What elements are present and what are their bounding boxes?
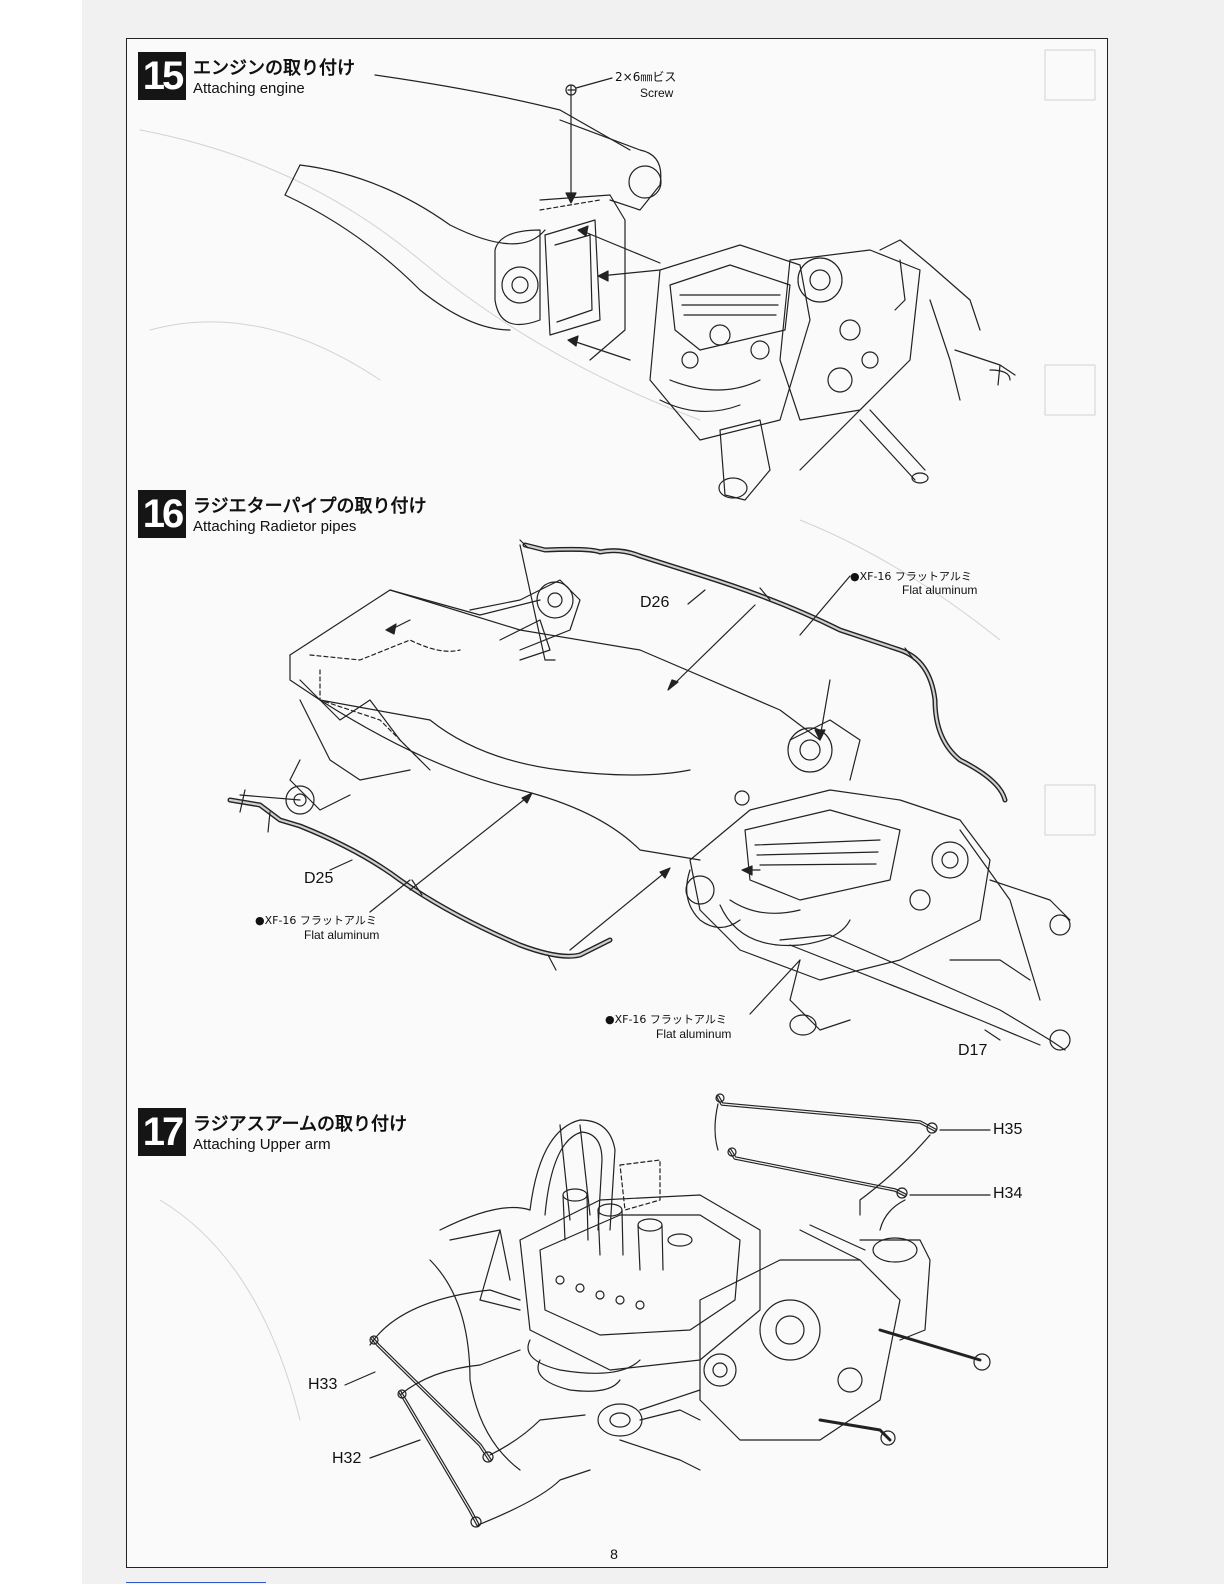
screw-label: Screw — [640, 86, 673, 100]
paint-en-d25: Flat aluminum — [304, 928, 379, 942]
part-label-d26: D26 — [640, 594, 669, 612]
part-label-h33: H33 — [308, 1376, 337, 1394]
screw-size-label: 2×6㎜ビス — [615, 68, 676, 85]
step-title-jp-16: ラジエターパイプの取り付け — [193, 492, 426, 518]
step-number-15: 15 — [138, 52, 186, 100]
step-title-jp-15: エンジンの取り付け — [193, 54, 355, 80]
step-title-en-17: Attaching Upper arm — [193, 1136, 331, 1153]
paint-jp-d25: ●XF-16 フラットアルミ — [255, 912, 377, 928]
step17-drawing — [345, 1094, 990, 1527]
part-label-d17: D17 — [958, 1042, 987, 1060]
step-title-en-15: Attaching engine — [193, 80, 305, 97]
footer-link-underline — [126, 1582, 266, 1583]
part-label-d25: D25 — [304, 870, 333, 888]
paint-en-d26: Flat aluminum — [902, 583, 977, 597]
paint-jp-d26: ●XF-16 フラットアルミ — [850, 568, 972, 584]
step15-drawing — [285, 75, 1015, 500]
step-number-17: 17 — [138, 1108, 186, 1156]
paint-en-d17: Flat aluminum — [656, 1027, 731, 1041]
part-label-h32: H32 — [332, 1450, 361, 1468]
step-number-16: 16 — [138, 490, 186, 538]
paint-jp-d17: ●XF-16 フラットアルミ — [605, 1011, 727, 1027]
step16-drawing — [230, 540, 1070, 1050]
part-label-h35: H35 — [993, 1121, 1022, 1139]
step-title-jp-17: ラジアスアームの取り付け — [193, 1110, 407, 1136]
part-label-h34: H34 — [993, 1185, 1022, 1203]
step-title-en-16: Attaching Radietor pipes — [193, 518, 356, 535]
page-number: 8 — [600, 1546, 628, 1562]
